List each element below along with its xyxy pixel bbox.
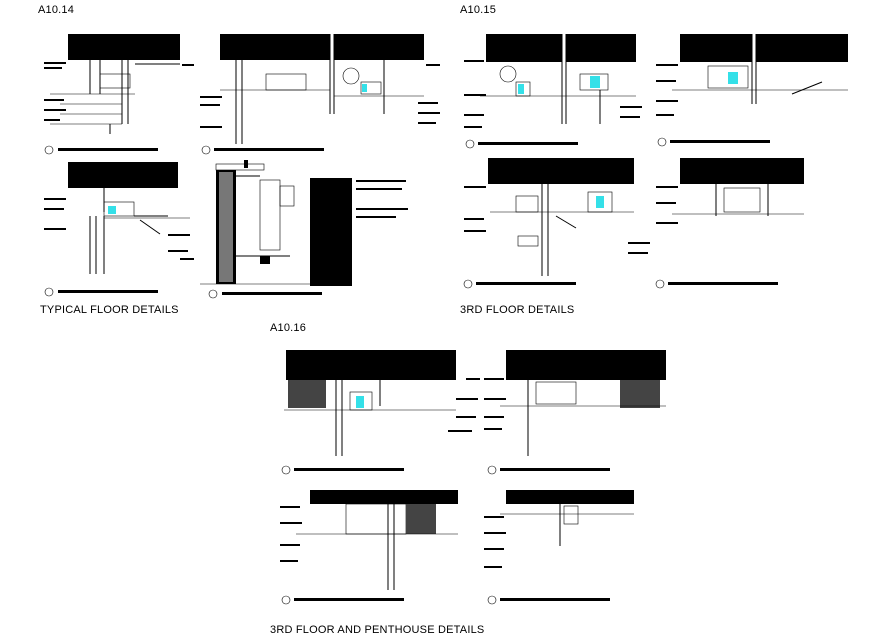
detail-a14-1 xyxy=(40,34,200,158)
detail-a15-3 xyxy=(460,156,660,296)
sheet-title-typical-floor: TYPICAL FLOOR DETAILS xyxy=(40,304,179,316)
detail-a15-2 xyxy=(652,34,852,158)
detail-a16-3 xyxy=(276,486,476,610)
sheet-title-3rd-floor-penthouse: 3RD FLOOR AND PENTHOUSE DETAILS xyxy=(270,624,485,636)
detail-a15-4 xyxy=(652,156,852,296)
sheet-code-a10-14: A10.14 xyxy=(38,4,75,16)
detail-a14-2 xyxy=(196,34,446,158)
detail-a14-4 xyxy=(200,156,430,300)
sheet-code-a10-15: A10.15 xyxy=(460,4,497,16)
sheet-title-3rd-floor: 3RD FLOOR DETAILS xyxy=(460,304,575,316)
detail-a16-1 xyxy=(276,346,486,478)
detail-a16-4 xyxy=(480,486,680,610)
detail-a16-2 xyxy=(480,346,680,478)
sheet-code-a10-16: A10.16 xyxy=(270,322,307,334)
detail-a15-1 xyxy=(460,34,650,158)
detail-a14-3 xyxy=(40,162,200,300)
